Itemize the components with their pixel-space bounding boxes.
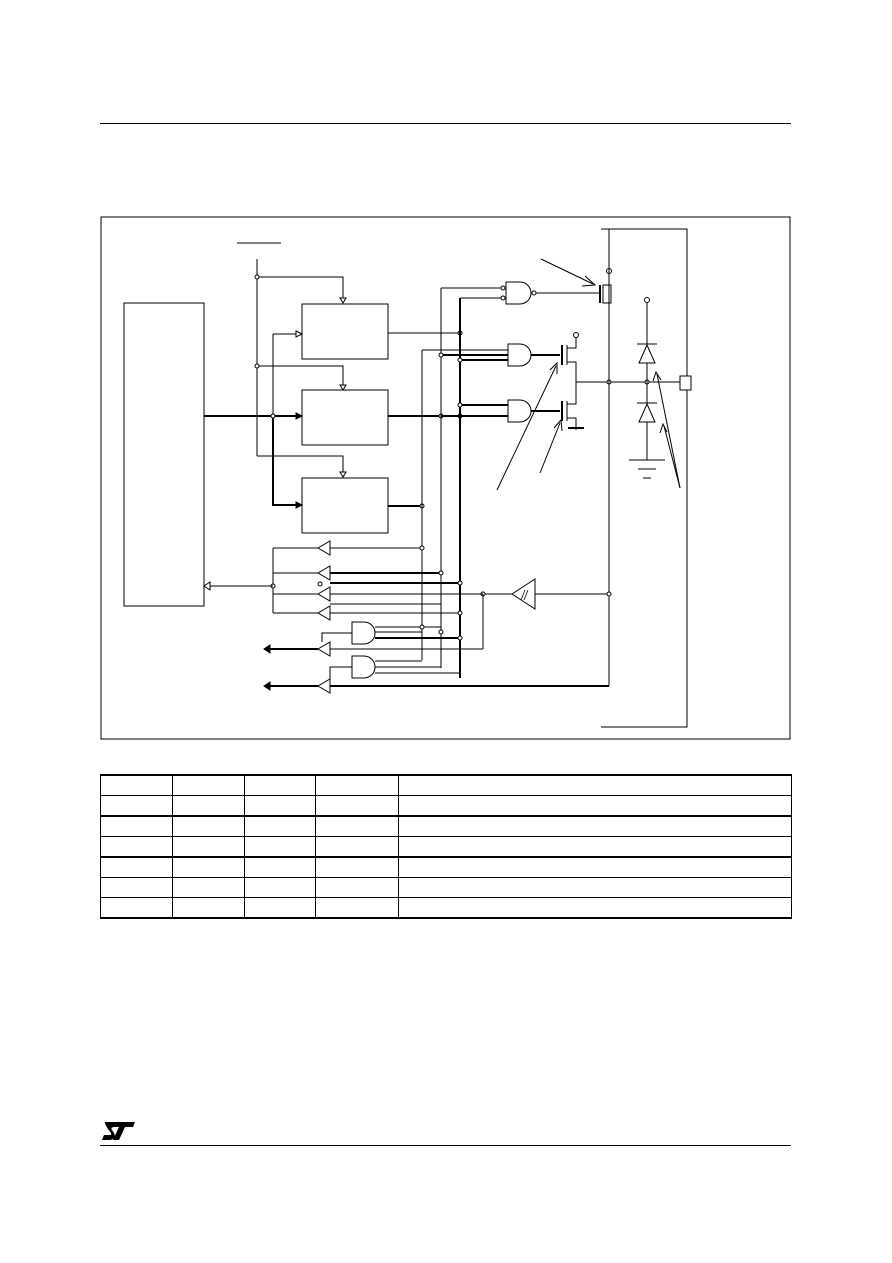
table-cell — [100, 856, 173, 878]
table-cell — [398, 877, 792, 898]
table-row — [100, 815, 792, 837]
table-cell — [398, 815, 792, 837]
footer-rule — [100, 1145, 791, 1146]
table-row — [100, 877, 792, 898]
register-block-2 — [301, 389, 389, 446]
table-cell — [172, 795, 245, 817]
table-cell — [100, 795, 173, 817]
table-cell — [100, 877, 173, 898]
table-cell — [172, 774, 245, 796]
table-cell — [244, 897, 316, 919]
table-cell — [172, 877, 245, 898]
table-cell — [315, 795, 399, 817]
register-block-1 — [301, 303, 389, 360]
table-row — [100, 836, 792, 858]
table-cell — [315, 856, 399, 878]
table-cell — [172, 856, 245, 878]
io-pad — [679, 375, 692, 391]
table-cell — [315, 774, 399, 796]
table-cell — [315, 897, 399, 919]
table-cell — [172, 897, 245, 919]
table-row — [100, 856, 792, 878]
table-cell — [315, 815, 399, 837]
table-cell — [244, 856, 316, 878]
table-cell — [100, 836, 173, 858]
table-cell — [315, 877, 399, 898]
data-bus-block — [123, 302, 205, 607]
table-cell — [398, 897, 792, 919]
io-port-circuit-diagram — [100, 216, 791, 740]
table-cell — [244, 836, 316, 858]
header-rule — [100, 123, 791, 124]
pin-configuration-table — [100, 774, 792, 919]
table-cell — [172, 836, 245, 858]
table-cell — [100, 897, 173, 919]
table-cell — [172, 815, 245, 837]
table-cell — [244, 815, 316, 837]
table-cell — [398, 774, 792, 796]
table-cell — [244, 877, 316, 898]
table-cell — [244, 795, 316, 817]
table-cell — [100, 774, 173, 796]
figure-frame — [100, 216, 791, 740]
register-block-3 — [301, 477, 389, 534]
table-cell — [100, 815, 173, 837]
st-logo-icon — [102, 1122, 135, 1140]
table-row — [100, 897, 792, 919]
table-cell — [244, 774, 316, 796]
table-row — [100, 774, 792, 796]
table-cell — [398, 856, 792, 878]
table-row — [100, 795, 792, 817]
table-cell — [398, 836, 792, 858]
table-cell — [315, 836, 399, 858]
table-cell — [398, 795, 792, 817]
